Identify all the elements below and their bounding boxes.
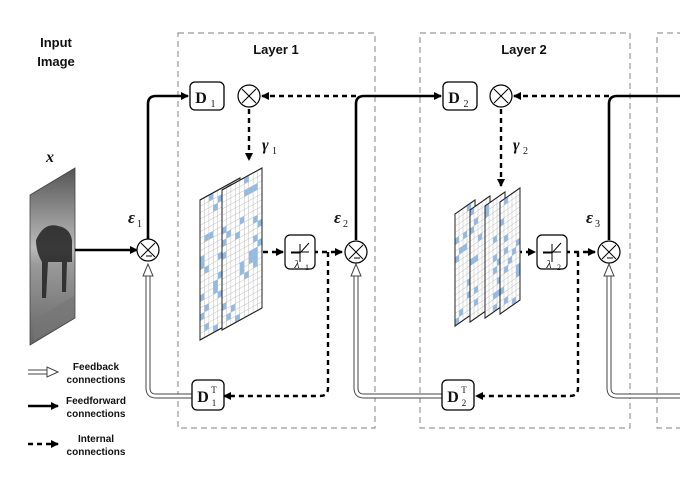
subtract-circle-icon bbox=[344, 240, 368, 264]
feedback-path-2 bbox=[350, 262, 442, 399]
dictionary-d1t-sub: 1 bbox=[212, 398, 217, 408]
input-title-line2: Image bbox=[37, 54, 75, 69]
legend-feedback-line2: connections bbox=[67, 375, 126, 386]
dictionary-d2-label: D bbox=[448, 90, 460, 107]
input-title-line1: Input bbox=[40, 35, 72, 50]
gamma-2-sub: 2 bbox=[523, 146, 528, 157]
dictionary-d1t-sup: T bbox=[211, 385, 217, 395]
layer-1-title: Layer 1 bbox=[253, 42, 299, 57]
lambda-1-label: λ bbox=[293, 257, 299, 271]
legend-feedforward-line2: connections bbox=[67, 409, 126, 420]
feedback-path-1 bbox=[142, 262, 192, 399]
dictionary-d1t-box bbox=[191, 379, 225, 411]
layer-1-box bbox=[177, 32, 376, 429]
dictionary-d2t-sup: T bbox=[461, 385, 467, 395]
sparse-maps-layer-1 bbox=[199, 167, 263, 341]
gamma-2-label: γ bbox=[513, 137, 520, 154]
dictionary-d1t-label: D bbox=[197, 389, 209, 406]
lambda-2-sub: 2 bbox=[557, 263, 561, 272]
subtract-circle-icon bbox=[597, 240, 621, 264]
legend-feedback-arrow bbox=[28, 366, 60, 378]
feedback-path-3 bbox=[603, 262, 680, 399]
dictionary-d2-box bbox=[442, 81, 478, 111]
error-3-sub: 3 bbox=[595, 219, 600, 230]
multiply-circle-icon bbox=[489, 84, 513, 108]
dictionary-d1-sub: 1 bbox=[211, 99, 216, 110]
subtract-circle-icon bbox=[136, 238, 160, 262]
gamma-1-label: γ bbox=[262, 137, 269, 154]
dictionary-d2t-sub: 2 bbox=[462, 398, 467, 408]
lambda-1-sub: 1 bbox=[305, 263, 309, 272]
error-2-label: ε bbox=[334, 208, 341, 227]
input-image bbox=[29, 167, 76, 346]
dictionary-d2t-label: D bbox=[447, 389, 459, 406]
multiply-circle-icon bbox=[237, 84, 261, 108]
threshold-icon bbox=[291, 242, 310, 262]
legend-feedback-line1: Feedback bbox=[73, 362, 120, 373]
sparse-maps-layer-2 bbox=[454, 187, 521, 327]
gamma-1-sub: 1 bbox=[272, 146, 277, 157]
threshold-icon bbox=[543, 242, 562, 262]
dictionary-d2t-box bbox=[441, 379, 475, 411]
legend-internal-line1: Internal bbox=[78, 434, 114, 445]
dictionary-d1-label: D bbox=[195, 90, 207, 107]
error-2-sub: 2 bbox=[343, 219, 348, 230]
feature-map bbox=[499, 187, 521, 315]
layer-2-title: Layer 2 bbox=[501, 42, 547, 57]
error-1-label: ε bbox=[128, 208, 135, 227]
feature-map bbox=[221, 167, 263, 331]
legend-feedforward-line1: Feedforward bbox=[66, 396, 126, 407]
dictionary-d1-box bbox=[189, 81, 225, 111]
dictionary-d2-sub: 2 bbox=[464, 99, 469, 110]
error-1-sub: 1 bbox=[137, 219, 142, 230]
layer-3-box-partial bbox=[656, 32, 680, 429]
layer-2-box bbox=[419, 32, 631, 429]
legend: Feedback connections Feedforward connect… bbox=[28, 362, 126, 458]
error-3-label: ε bbox=[586, 208, 593, 227]
feedforward-path bbox=[75, 92, 680, 254]
input-var-x: x bbox=[45, 149, 54, 166]
lambda-2-label: λ bbox=[545, 257, 551, 271]
legend-internal-line2: connections bbox=[67, 447, 126, 458]
